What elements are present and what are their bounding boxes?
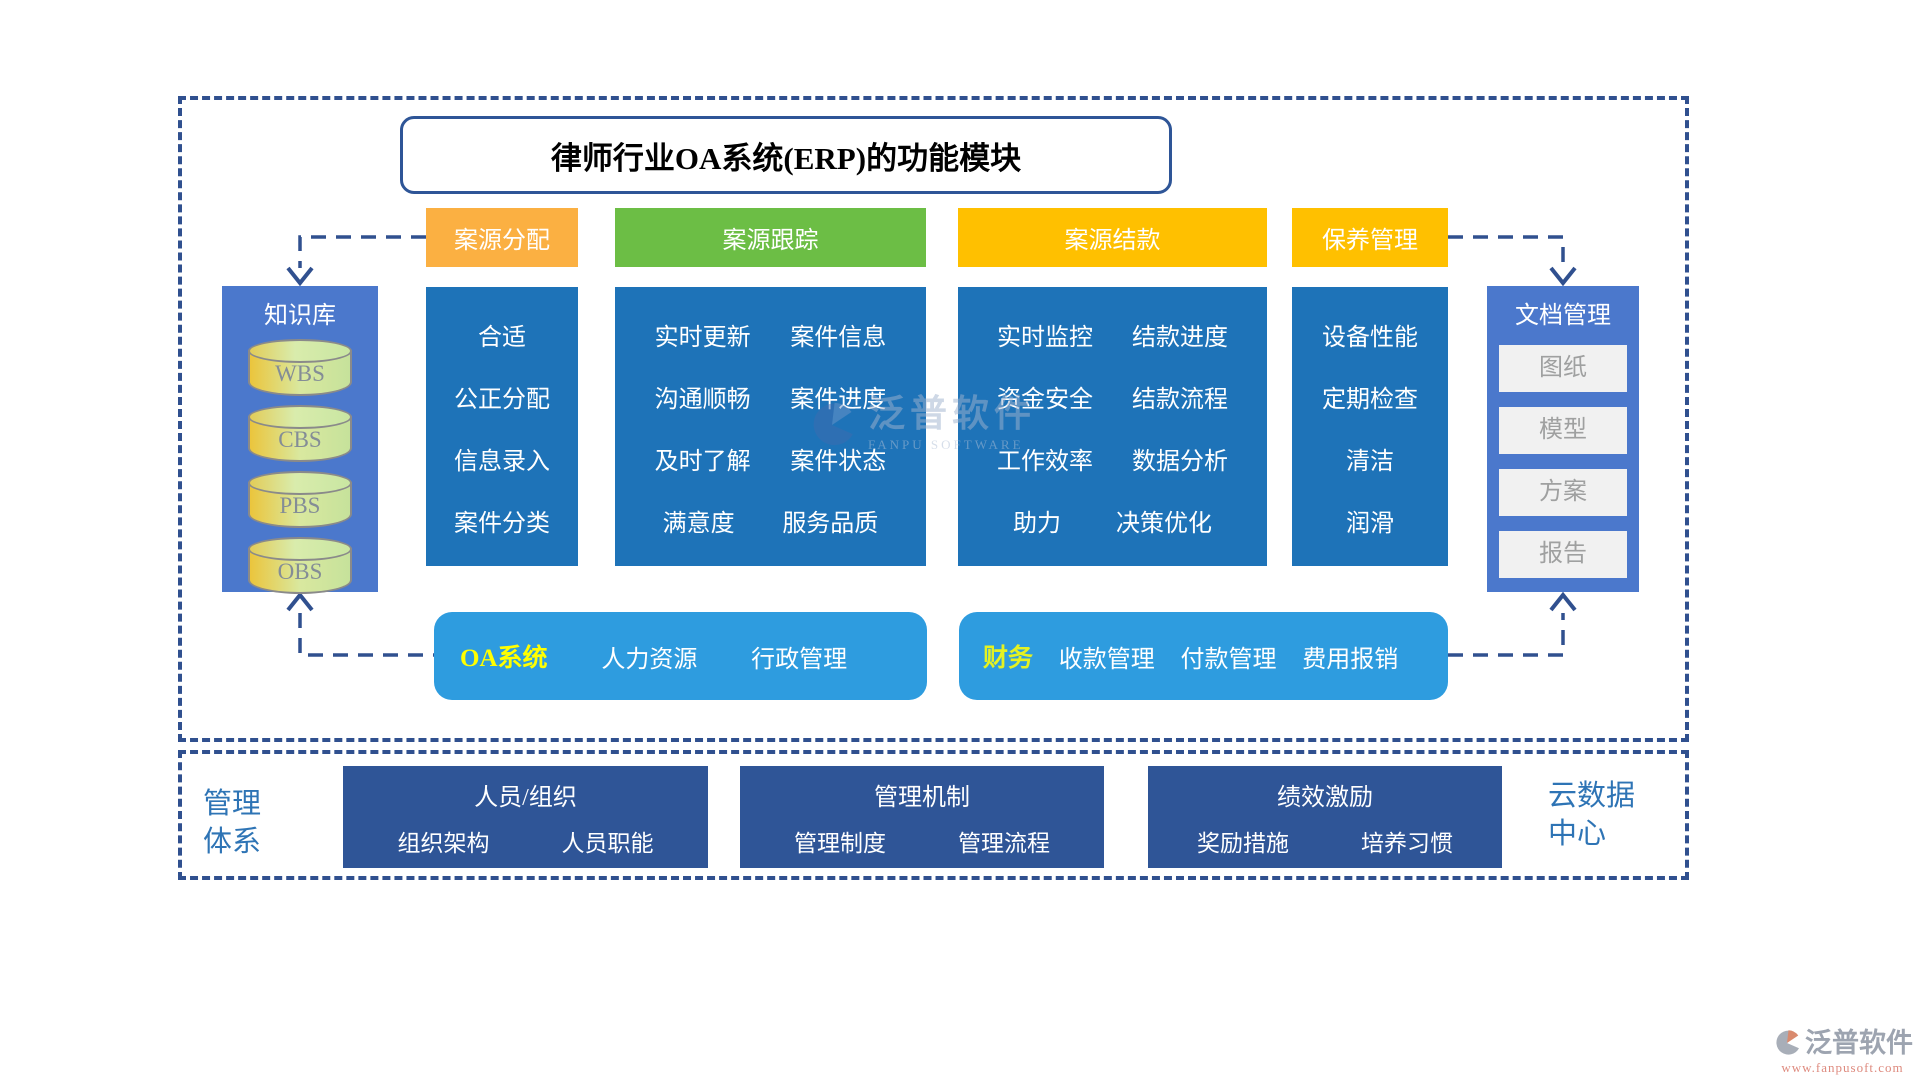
finance-bar-item: 付款管理 xyxy=(1180,646,1277,673)
bottom-box-item: 人员职能 xyxy=(561,831,654,856)
bottom-box-personnel-organization: 人员/组织 组织架构 人员职能 xyxy=(343,766,708,868)
bottom-box-title: 管理机制 xyxy=(874,785,970,811)
module-item: 案件分类 xyxy=(454,510,550,537)
page-title-text: 律师行业OA系统(ERP)的功能模块 xyxy=(550,140,1022,176)
knowledge-base-panel: 知识库 WBS CBS PBS OBS xyxy=(222,286,378,594)
module-item: 清洁 xyxy=(1346,448,1394,475)
module-item: 助力 xyxy=(1013,510,1061,537)
fanpu-logo-url: www.fanpusoft.com xyxy=(1781,1060,1904,1075)
database-cylinder-cbs: CBS xyxy=(248,405,352,462)
bottom-box-performance-incentive: 绩效激励 奖励措施 培养习惯 xyxy=(1148,766,1502,868)
cylinder-top xyxy=(248,471,352,495)
management-system-label-line2: 体系 xyxy=(203,825,262,858)
management-system-label-line1: 管理 xyxy=(203,788,262,820)
document-item-models: 模型 xyxy=(1499,407,1627,454)
cylinder-label: OBS xyxy=(277,559,323,584)
knowledge-base-title: 知识库 xyxy=(264,303,336,329)
module-item: 案件信息 xyxy=(790,324,887,351)
module-item: 沟通顺畅 xyxy=(654,386,751,413)
module-box-case-settlement: 实时监控 结款进度 资金安全 结款流程 工作效率 数据分析 助力 决策优化 xyxy=(958,287,1267,566)
bottom-box-item: 培养习惯 xyxy=(1361,831,1453,856)
module-item: 结款流程 xyxy=(1132,386,1228,413)
cloud-data-center-label-line2: 中心 xyxy=(1548,817,1607,850)
module-box-maintenance: 设备性能 定期检查 清洁 润滑 xyxy=(1292,287,1448,566)
module-item: 合适 xyxy=(478,324,526,351)
cloud-data-center-label: 云数据 中心 xyxy=(1548,778,1635,853)
bottom-box-title: 绩效激励 xyxy=(1277,785,1373,811)
main-dashed-frame xyxy=(178,96,1689,742)
database-cylinder-obs: OBS xyxy=(248,537,352,594)
cylinder-label: CBS xyxy=(278,427,322,452)
oa-bar-item: 人力资源 xyxy=(601,646,698,673)
document-item-plans: 方案 xyxy=(1499,469,1627,516)
cylinder-top xyxy=(248,537,352,561)
finance-label: 财务 xyxy=(983,645,1034,672)
module-item: 数据分析 xyxy=(1132,448,1228,475)
module-item: 实时监控 xyxy=(997,324,1093,351)
module-item: 及时了解 xyxy=(654,448,751,475)
oa-system-bar: OA系统 人力资源 行政管理 xyxy=(434,612,927,700)
module-item: 决策优化 xyxy=(1116,510,1212,537)
bottom-box-item: 管理流程 xyxy=(958,831,1050,856)
module-item: 信息录入 xyxy=(454,448,550,475)
module-item: 公正分配 xyxy=(454,386,550,413)
page-title: 律师行业OA系统(ERP)的功能模块 xyxy=(400,116,1172,194)
module-box-case-tracking: 实时更新 案件信息 沟通顺畅 案件进度 及时了解 案件状态 满意度 服务品质 xyxy=(615,287,926,566)
bottom-box-title: 人员/组织 xyxy=(474,785,577,811)
module-item: 服务品质 xyxy=(782,510,879,537)
fanpu-logo: 泛普软件 www.fanpusoft.com xyxy=(1772,1028,1913,1076)
finance-bar: 财务 收款管理 付款管理 费用报销 xyxy=(959,612,1448,700)
cylinder-top xyxy=(248,405,352,429)
module-header-case-assignment: 案源分配 xyxy=(426,208,578,267)
fanpu-logo-icon xyxy=(1776,1030,1799,1055)
database-cylinder-wbs: WBS xyxy=(248,339,352,396)
bottom-box-item: 组织架构 xyxy=(397,831,490,856)
module-item: 实时更新 xyxy=(654,324,751,351)
cylinder-top xyxy=(248,339,352,363)
module-item: 资金安全 xyxy=(997,386,1093,413)
database-cylinder-pbs: PBS xyxy=(248,471,352,528)
oa-bar-item: 行政管理 xyxy=(751,646,848,673)
watermark-subtext: FANPU SOFTWARE xyxy=(868,437,1024,452)
bottom-box-item: 奖励措施 xyxy=(1197,831,1289,856)
management-system-label: 管理 体系 xyxy=(203,786,261,861)
finance-bar-item: 收款管理 xyxy=(1058,646,1155,673)
cloud-data-center-label-line1: 云数据 xyxy=(1548,780,1636,812)
oa-system-label: OA系统 xyxy=(460,645,548,672)
module-item: 满意度 xyxy=(662,510,735,537)
document-item-reports: 报告 xyxy=(1499,531,1627,578)
module-item: 结款进度 xyxy=(1132,324,1228,351)
watermark-name: 泛普软件 xyxy=(868,394,1036,435)
module-box-case-assignment: 合适 公正分配 信息录入 案件分类 xyxy=(426,287,578,566)
document-management-panel: 文档管理 图纸 模型 方案 报告 xyxy=(1487,286,1639,592)
module-item: 工作效率 xyxy=(997,448,1093,475)
finance-bar-item: 费用报销 xyxy=(1302,646,1399,673)
cylinder-label: PBS xyxy=(279,493,321,518)
module-item: 设备性能 xyxy=(1322,324,1418,351)
bottom-box-management-mechanism: 管理机制 管理制度 管理流程 xyxy=(740,766,1104,868)
watermark: 泛普软件 FANPU SOFTWARE xyxy=(806,396,1036,453)
module-header-case-settlement: 案源结款 xyxy=(958,208,1267,267)
document-management-title: 文档管理 xyxy=(1515,303,1611,329)
module-item: 定期检查 xyxy=(1322,386,1418,413)
module-item: 润滑 xyxy=(1346,510,1394,537)
module-item: 案件状态 xyxy=(790,448,887,475)
document-item-drawings: 图纸 xyxy=(1499,345,1627,392)
bottom-box-item: 管理制度 xyxy=(794,831,886,856)
management-dashed-frame xyxy=(178,750,1689,880)
cylinder-label: WBS xyxy=(275,361,325,386)
fanpu-logo-name: 泛普软件 xyxy=(1805,1027,1913,1058)
watermark-swirl-icon xyxy=(813,402,853,445)
module-header-maintenance: 保养管理 xyxy=(1292,208,1448,267)
module-header-case-tracking: 案源跟踪 xyxy=(615,208,926,267)
